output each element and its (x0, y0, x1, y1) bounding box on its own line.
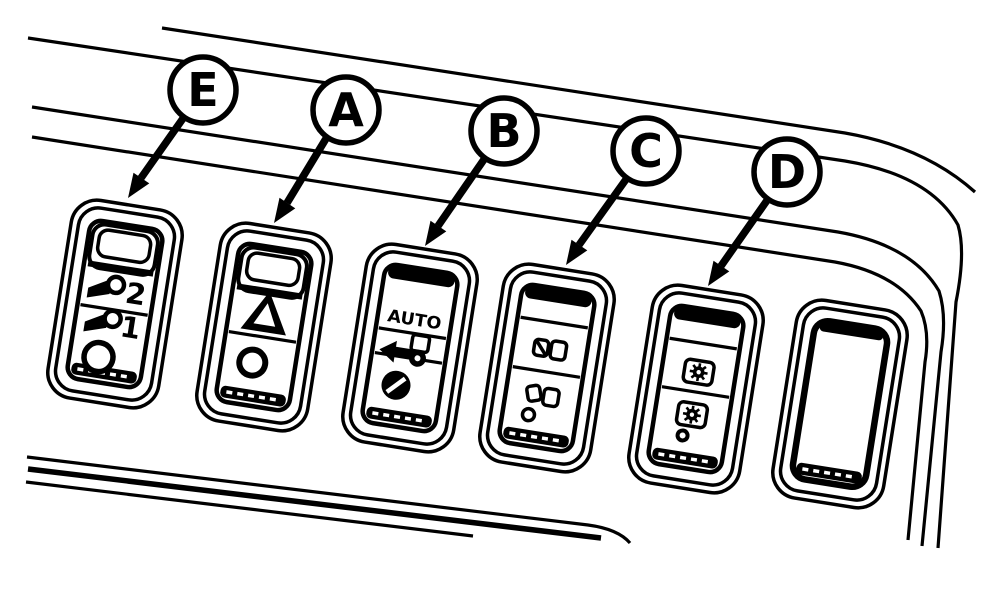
tractor-left-arrow-icon (379, 333, 432, 367)
gear-in-box-icon-top (680, 356, 717, 388)
hazard-triangle-icon (240, 291, 286, 336)
panel-trim-line-thin-top (26, 455, 632, 545)
rocker-seam (520, 315, 589, 330)
switch-e-worklights: 2 1 (42, 194, 188, 414)
position-1-label: 1 (118, 309, 143, 346)
rocker-seam (661, 385, 730, 399)
callout-circle-c (610, 115, 682, 187)
panel-edge-line-2 (27, 36, 964, 549)
rocker-seam (228, 329, 297, 344)
panel-edge-line-top (161, 26, 977, 194)
callout-circle-a (310, 74, 382, 146)
callout-circle-d (751, 136, 823, 208)
gear-in-box-icon-bottom (674, 399, 710, 431)
position-2-label: 2 (123, 276, 148, 313)
switch-c (474, 258, 620, 478)
callout-circle-b (468, 95, 540, 167)
work-light-2-icon (87, 273, 125, 303)
callout-e: E (128, 54, 239, 198)
callout-arrow-b (425, 155, 489, 246)
tilted-box-pair-circle-icon (520, 383, 561, 423)
rocker-blank (791, 319, 889, 489)
callout-letter-c: C (629, 124, 663, 178)
callout-arrow-c (566, 175, 631, 265)
callout-letter-a: A (328, 83, 364, 137)
switch-blank (767, 294, 913, 514)
off-position-icon (236, 346, 269, 379)
panel-edge-line-4 (31, 135, 929, 541)
panel-edge-line-3 (31, 105, 946, 547)
callout-arrow-d (708, 196, 772, 286)
rocker-seam (669, 336, 738, 351)
work-light-1-icon (83, 307, 121, 337)
callout-c: C (566, 115, 682, 265)
callout-b: B (425, 95, 540, 246)
off-position-icon (81, 339, 116, 375)
indicator-dot-icon (675, 428, 690, 443)
callout-letter-b: B (486, 104, 521, 158)
panel-trim-line-thin-bottom (25, 480, 474, 538)
callout-d: D (708, 136, 823, 286)
switch-b-auto: AUTO (337, 238, 483, 458)
callout-letter-e: E (187, 63, 218, 117)
callout-arrow-a (274, 135, 331, 223)
callout-arrow-e (128, 114, 188, 198)
callout-letter-d: D (768, 145, 806, 199)
panel-trim-line-thick (27, 466, 602, 541)
rocker-top-band (647, 304, 745, 474)
switch-a-hazard (191, 217, 337, 437)
rocker-seam (512, 365, 581, 379)
switch-d (623, 279, 769, 499)
slashed-circle-icon (381, 370, 411, 400)
callout-a: A (274, 74, 382, 223)
slashed-box-pair-icon (531, 337, 569, 362)
rocker-seam (378, 326, 447, 341)
callout-circle-e (167, 54, 239, 126)
